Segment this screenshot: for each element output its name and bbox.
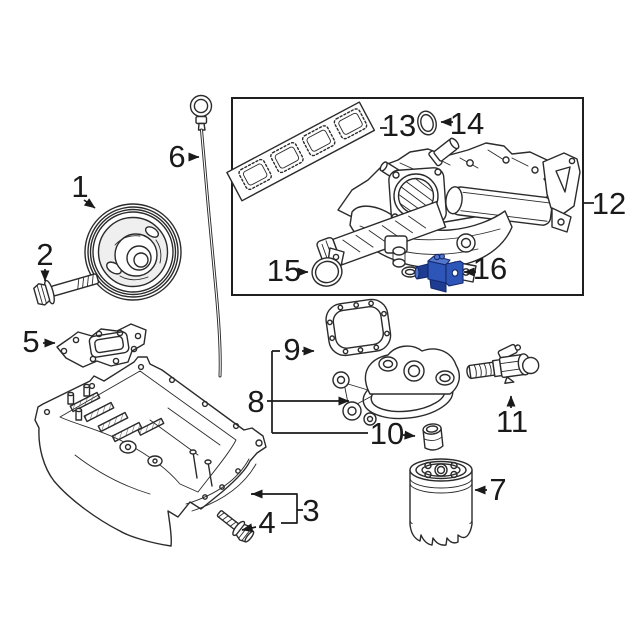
callout-label-15: 15 xyxy=(267,253,301,288)
detail-box xyxy=(231,97,584,296)
callout-label-11: 11 xyxy=(496,404,528,439)
oil-pan-drawing xyxy=(34,356,267,547)
callout-label-10: 10 xyxy=(370,416,404,451)
oil-filter-drawing xyxy=(409,458,473,546)
callout-label-3: 3 xyxy=(302,493,319,528)
callout-label-5: 5 xyxy=(22,324,39,359)
callout-4-arrow xyxy=(241,523,257,533)
oil-pressure-sensor-drawing xyxy=(466,343,540,384)
adapter-plug-drawing xyxy=(422,423,444,451)
callout-label-6: 6 xyxy=(168,139,185,174)
crankshaft-pulley-drawing xyxy=(84,203,182,301)
oil-filter-adapter-drawing xyxy=(332,345,460,426)
intake-gasket-strip-drawing xyxy=(226,101,376,202)
callout-label-7: 7 xyxy=(489,472,506,507)
callout-label-9: 9 xyxy=(283,332,300,367)
callout-label-13: 13 xyxy=(382,108,416,143)
callout-1-arrow xyxy=(83,198,96,209)
dipstick-rod-highlight xyxy=(200,129,221,377)
adapter-gasket-drawing xyxy=(56,323,147,368)
callout-label-12: 12 xyxy=(592,186,626,221)
callout-label-2: 2 xyxy=(36,237,53,272)
callout-label-16: 16 xyxy=(473,251,507,286)
callout-label-8: 8 xyxy=(247,384,264,419)
callout-lines xyxy=(40,117,594,533)
callout-8-bracket xyxy=(271,350,368,434)
oil-dipstick-drawing xyxy=(189,94,213,131)
map-sensor-highlighted-drawing xyxy=(414,253,464,293)
callout-label-14: 14 xyxy=(450,106,484,141)
intake-manifold-drawing xyxy=(316,137,581,283)
callout-10-arrow xyxy=(402,430,416,440)
oring-seal-drawing xyxy=(417,110,437,136)
callout-labels: 1 2 3 4 5 6 7 8 9 10 11 12 13 14 15 16 xyxy=(22,106,626,540)
callout-3-bracket xyxy=(251,493,303,524)
callout-label-1: 1 xyxy=(71,169,88,204)
callout-label-4: 4 xyxy=(258,505,275,540)
filter-adapter-gasket-drawing xyxy=(325,298,392,357)
throttle-oring-drawing xyxy=(311,257,343,287)
